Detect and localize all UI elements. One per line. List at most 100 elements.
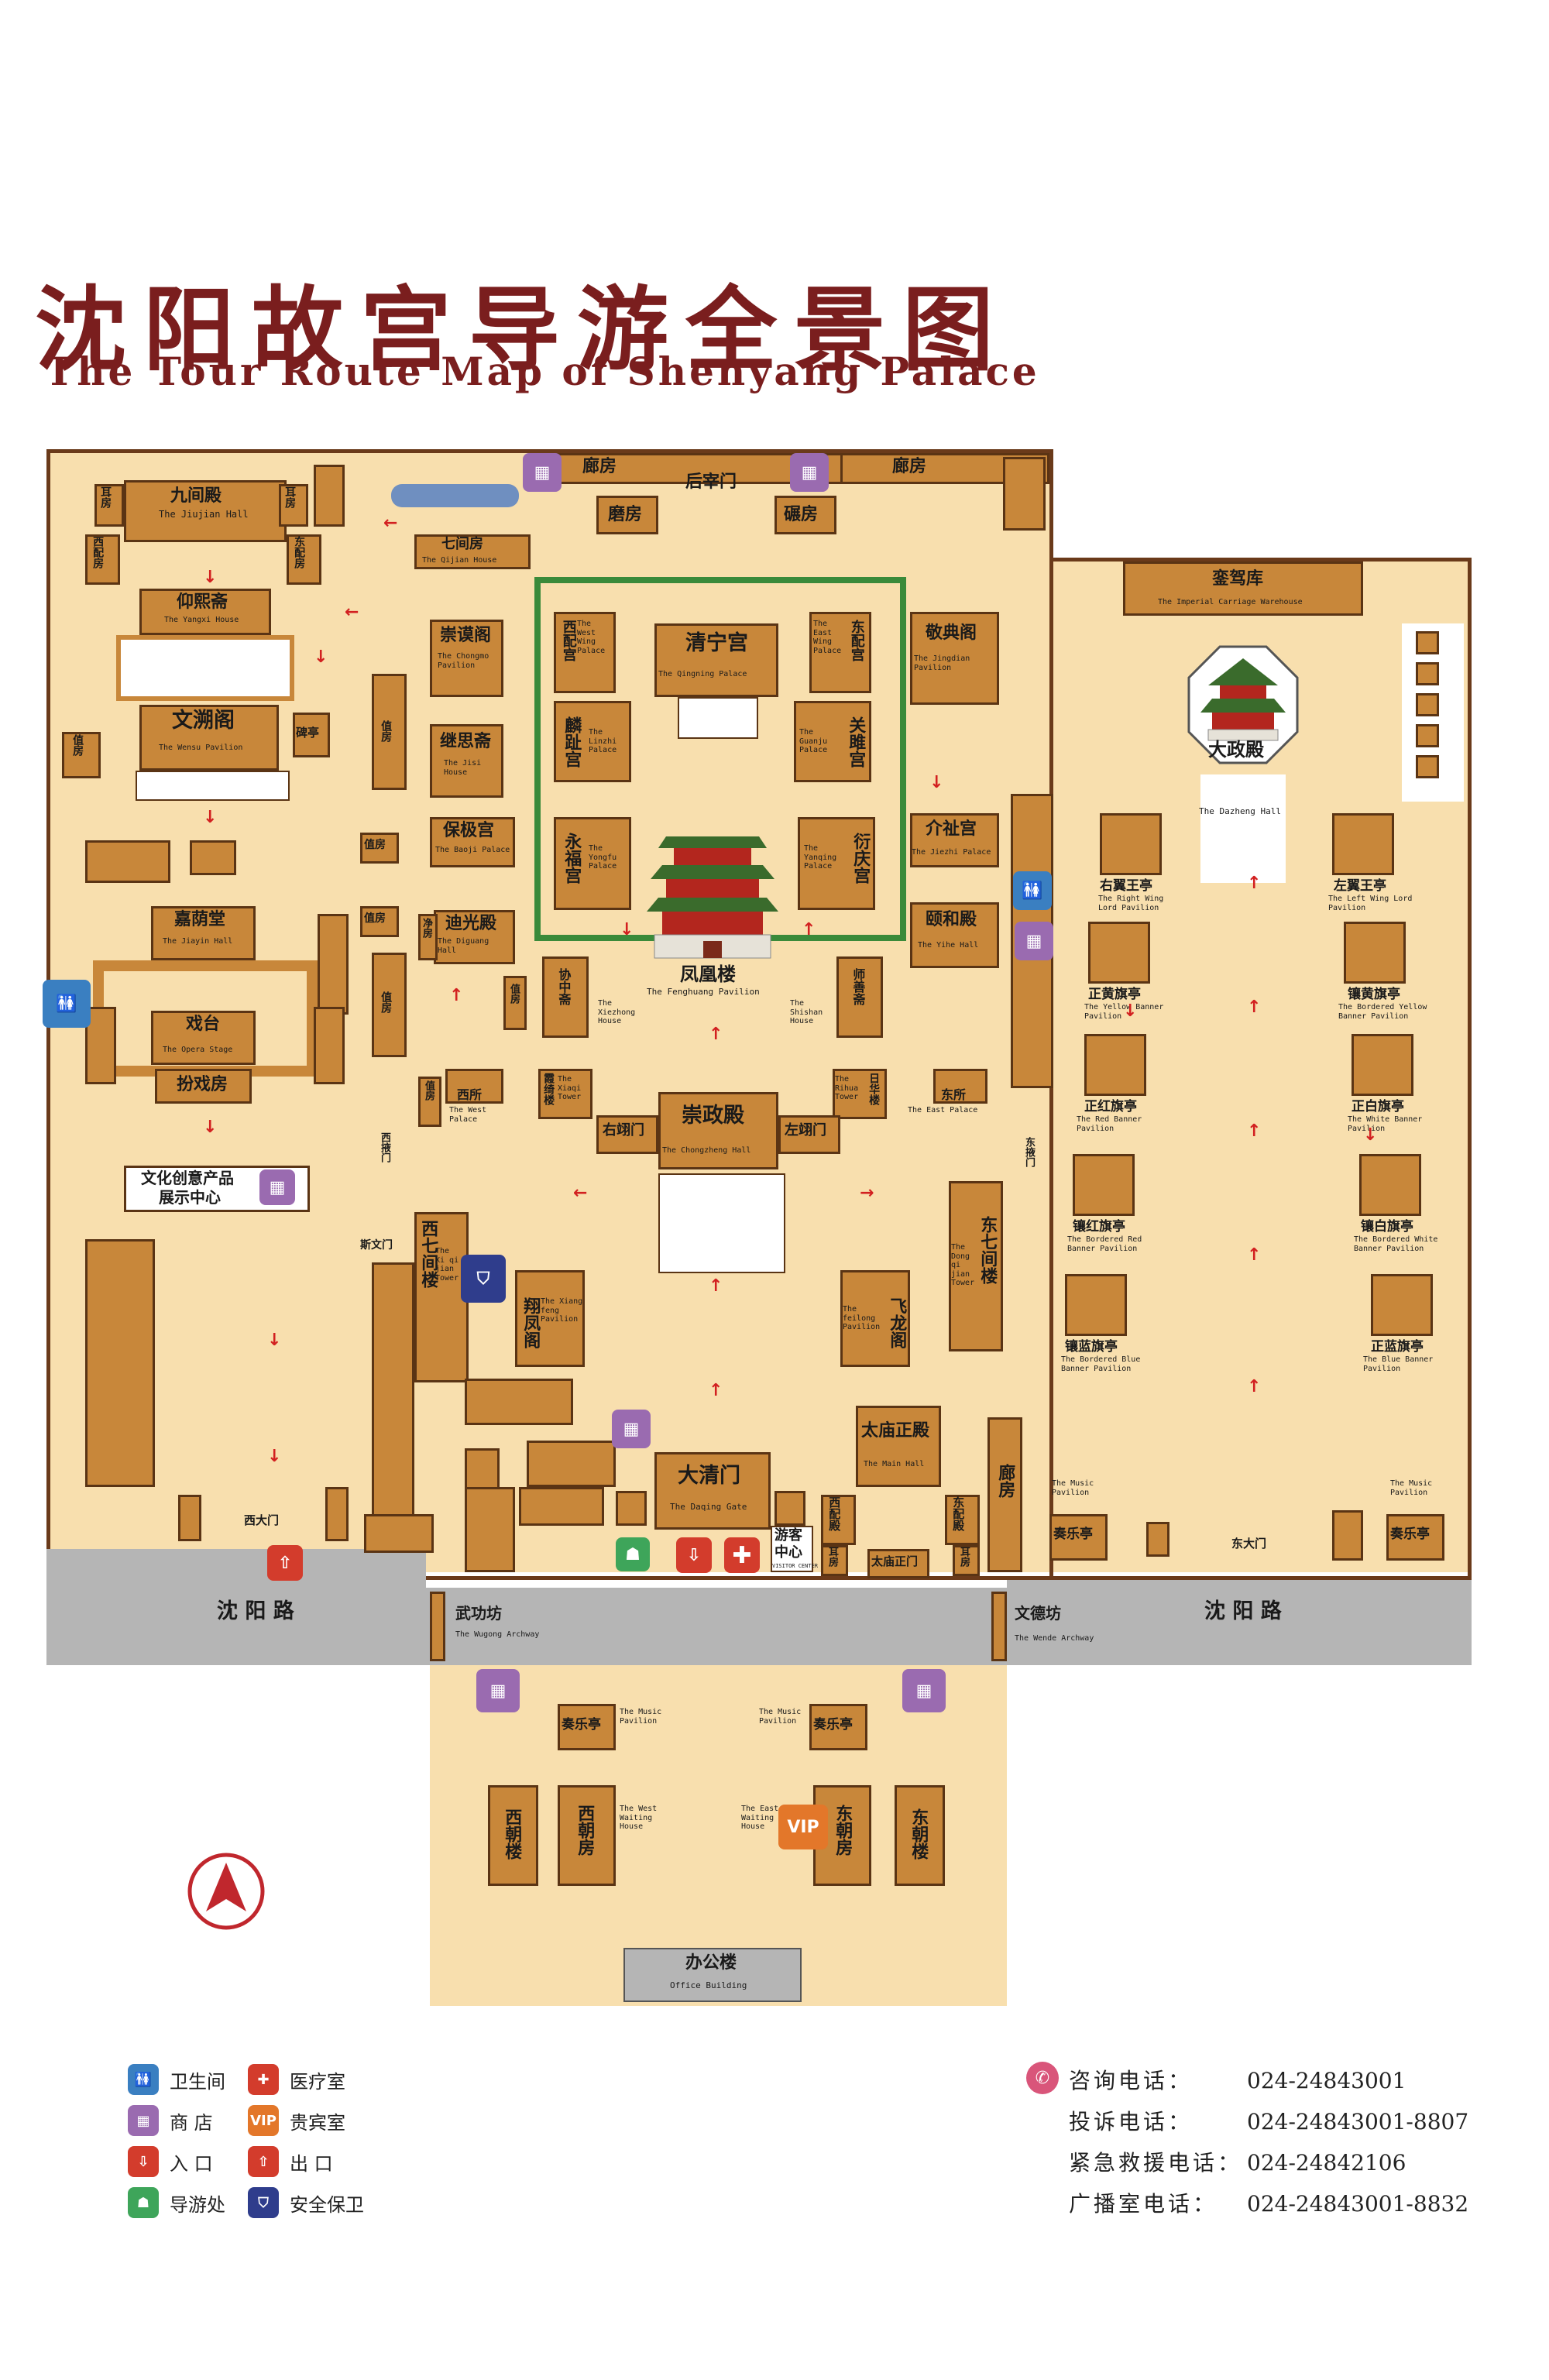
gift-icon[interactable]: ▦ (790, 453, 829, 492)
zhifang-col6-label: 值房 (507, 984, 520, 1004)
route-arrow: ← (345, 603, 359, 622)
white-label: 正白旗亭 (1352, 1099, 1404, 1114)
chongmo-label: 崇谟阁 (440, 626, 492, 645)
music-pavilion-east-1 (1049, 1514, 1108, 1561)
gift-icon: ▦ (128, 2105, 159, 2136)
xichao-lou-label: 西朝楼 (502, 1808, 522, 1860)
dongqijian-tower (949, 1181, 1003, 1351)
jingfang-label: 净房 (420, 918, 432, 938)
youxiang-gate (596, 1115, 658, 1154)
zhifang-w3 (190, 840, 236, 875)
dongchao-lou (895, 1785, 945, 1886)
right-wing-en: The Right Wing Lord Pavilion (1098, 895, 1164, 912)
route-arrow: ↑ (1247, 1121, 1262, 1141)
dazheng-side-store-4 (1416, 724, 1439, 747)
feilong-pavilion (840, 1270, 910, 1367)
gift-icon[interactable]: ▦ (1015, 922, 1053, 960)
chongmo-en: The Chongmo Pavilion (438, 652, 489, 670)
qijian-en: The Qijian House (422, 556, 497, 565)
yongfu-en: The Yongfu Palace (589, 844, 617, 871)
siwen-gate-label: 斯文门 (360, 1239, 393, 1252)
exit-icon[interactable]: ⇧ (267, 1545, 303, 1581)
sw-block-3 (527, 1441, 616, 1487)
gift-icon[interactable]: ▦ (476, 1669, 520, 1712)
dazheng-side-store-5 (1416, 755, 1439, 778)
west-big-gate-label: 西大门 (244, 1513, 280, 1527)
beiting-label: 碑亭 (296, 726, 320, 740)
gift-icon[interactable]: ▦ (902, 1669, 946, 1712)
zhifang-col6 (503, 976, 527, 1030)
shishan-house (836, 956, 883, 1038)
contact-complaint-label: 投诉电话： (1069, 2109, 1194, 2134)
wugong-post (430, 1592, 445, 1661)
contact-broadcast-label: 广播室电话： (1069, 2191, 1218, 2217)
taimiao-erfang-e (953, 1545, 980, 1576)
guide-icon[interactable]: ☗ (616, 1537, 650, 1571)
linzhi-en: The Linzhi Palace (589, 728, 617, 754)
guanju-label: 关雎宫 (846, 716, 866, 768)
legend-entrance-label: 入 口 (170, 2152, 213, 2175)
fenghuang-label: 凤凰楼 (680, 963, 736, 985)
jiayin-en: The Jiayin Hall (163, 937, 233, 946)
left-wing-pavilion (1332, 813, 1394, 875)
security-icon[interactable]: ⛉ (461, 1255, 506, 1303)
dazheng-hall-illustration[interactable] (1185, 643, 1301, 767)
visitor-center[interactable] (771, 1526, 813, 1572)
zhifang-w1 (62, 732, 101, 778)
route-arrow: ← (573, 1183, 588, 1203)
diguang-label: 迪光殿 (445, 914, 497, 933)
medical-cross-icon[interactable]: ✚ (724, 1537, 760, 1573)
chongzheng-terrace (658, 1173, 785, 1273)
entrance-icon[interactable]: ⇩ (676, 1537, 712, 1573)
jingdian-label: 敬典阁 (926, 623, 977, 643)
taimiao-erfang-w (821, 1545, 848, 1576)
gift-icon[interactable]: ▦ (612, 1410, 651, 1448)
bordered-white-pavilion (1359, 1154, 1421, 1216)
medical-cross-icon: ✚ (248, 2064, 279, 2095)
route-arrow: ↓ (203, 568, 218, 587)
legend-medical: ✚ 医疗室 (248, 2064, 345, 2095)
mofang (596, 496, 658, 534)
wensu-terrace (136, 771, 290, 801)
fenghuang-pavilion-illustration[interactable] (643, 817, 782, 964)
chongmo-pavilion (430, 620, 503, 697)
yongfu-label: 永福宫 (562, 833, 582, 884)
dazheng-side-store-1 (1416, 631, 1439, 654)
blue-label: 正蓝旗亭 (1371, 1339, 1424, 1355)
white-banner-pavilion (1352, 1034, 1413, 1096)
red-banner-pavilion (1084, 1034, 1146, 1096)
zhifang-col3-label: 值房 (364, 912, 386, 925)
contact-emergency: 紧急救援电话：024-24842106 (1069, 2146, 1406, 2177)
west-palace-en: The West Palace (449, 1106, 487, 1124)
legend-guide: ☗导游处 (128, 2187, 225, 2218)
west-strip (318, 914, 349, 1015)
wc-icon[interactable]: 🚻 (1013, 871, 1052, 910)
music-pavilion-sw (558, 1704, 616, 1750)
yanqing-label: 衍庆宫 (850, 833, 871, 884)
legend-medical-label: 医疗室 (290, 2070, 345, 2093)
wc-icon[interactable]: 🚻 (43, 980, 91, 1028)
qingning-en: The Qingning Palace (658, 670, 747, 678)
qingning-terrace (678, 697, 758, 739)
office-en: Office Building (670, 1980, 747, 1990)
wende-post (991, 1592, 1007, 1661)
left-wing-en: The Left Wing Lord Pavilion (1328, 895, 1413, 912)
langfang-west-label: 廊房 (582, 457, 617, 476)
entrance-icon: ⇩ (128, 2146, 159, 2177)
linzhi-palace (554, 701, 631, 782)
gift-icon[interactable]: ▦ (523, 453, 562, 492)
blue-banner-pavilion (1371, 1274, 1433, 1336)
dongpei-nw (287, 534, 321, 585)
bordered-red-en: The Bordered Red Banner Pavilion (1067, 1235, 1142, 1253)
zuoxiang-gate (778, 1115, 840, 1154)
bordered-red-label: 镶红旗亭 (1073, 1219, 1125, 1235)
contact-consult-value: 024-24843001 (1247, 2068, 1406, 2093)
legend-wc: 🚻卫生间 (128, 2064, 225, 2095)
white-en: The White Banner Pavilion (1348, 1115, 1423, 1133)
sw-block-4 (465, 1487, 515, 1572)
zhifang-col2-label: 值房 (364, 839, 386, 851)
jingdian-pavilion (910, 612, 999, 705)
yihe-en: The Yihe Hall (918, 941, 979, 950)
gift-icon[interactable]: ▦ (259, 1169, 295, 1205)
vip-icon[interactable]: VIP (778, 1805, 828, 1849)
